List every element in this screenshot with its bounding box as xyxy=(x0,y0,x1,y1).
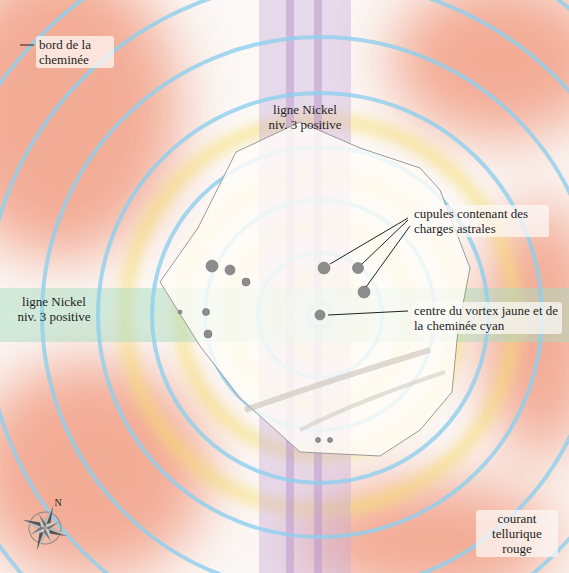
nickel-band-label: ligne Nickel niv. 3 positive xyxy=(263,102,347,132)
cups xyxy=(178,260,370,443)
stone-crack xyxy=(245,350,430,410)
leader-lines xyxy=(20,45,410,315)
nickel-band-label: ligne Nickel niv. 3 positive xyxy=(12,294,96,324)
compass-rose xyxy=(14,497,76,559)
telluric-current-label: courant tellurique rouge xyxy=(476,510,558,557)
stone-crack xyxy=(300,372,445,430)
cups-label: cupules contenant des charges astrales xyxy=(411,205,549,237)
stone xyxy=(160,122,470,456)
vortex-centre-label: centre du vortex jaune et de la cheminée… xyxy=(411,302,562,334)
nickel-line-band: ligne Nickel niv. 3 positive xyxy=(259,0,351,573)
chimney-edge-label: bord de la cheminée xyxy=(36,36,114,68)
compass-north: N xyxy=(51,497,65,508)
